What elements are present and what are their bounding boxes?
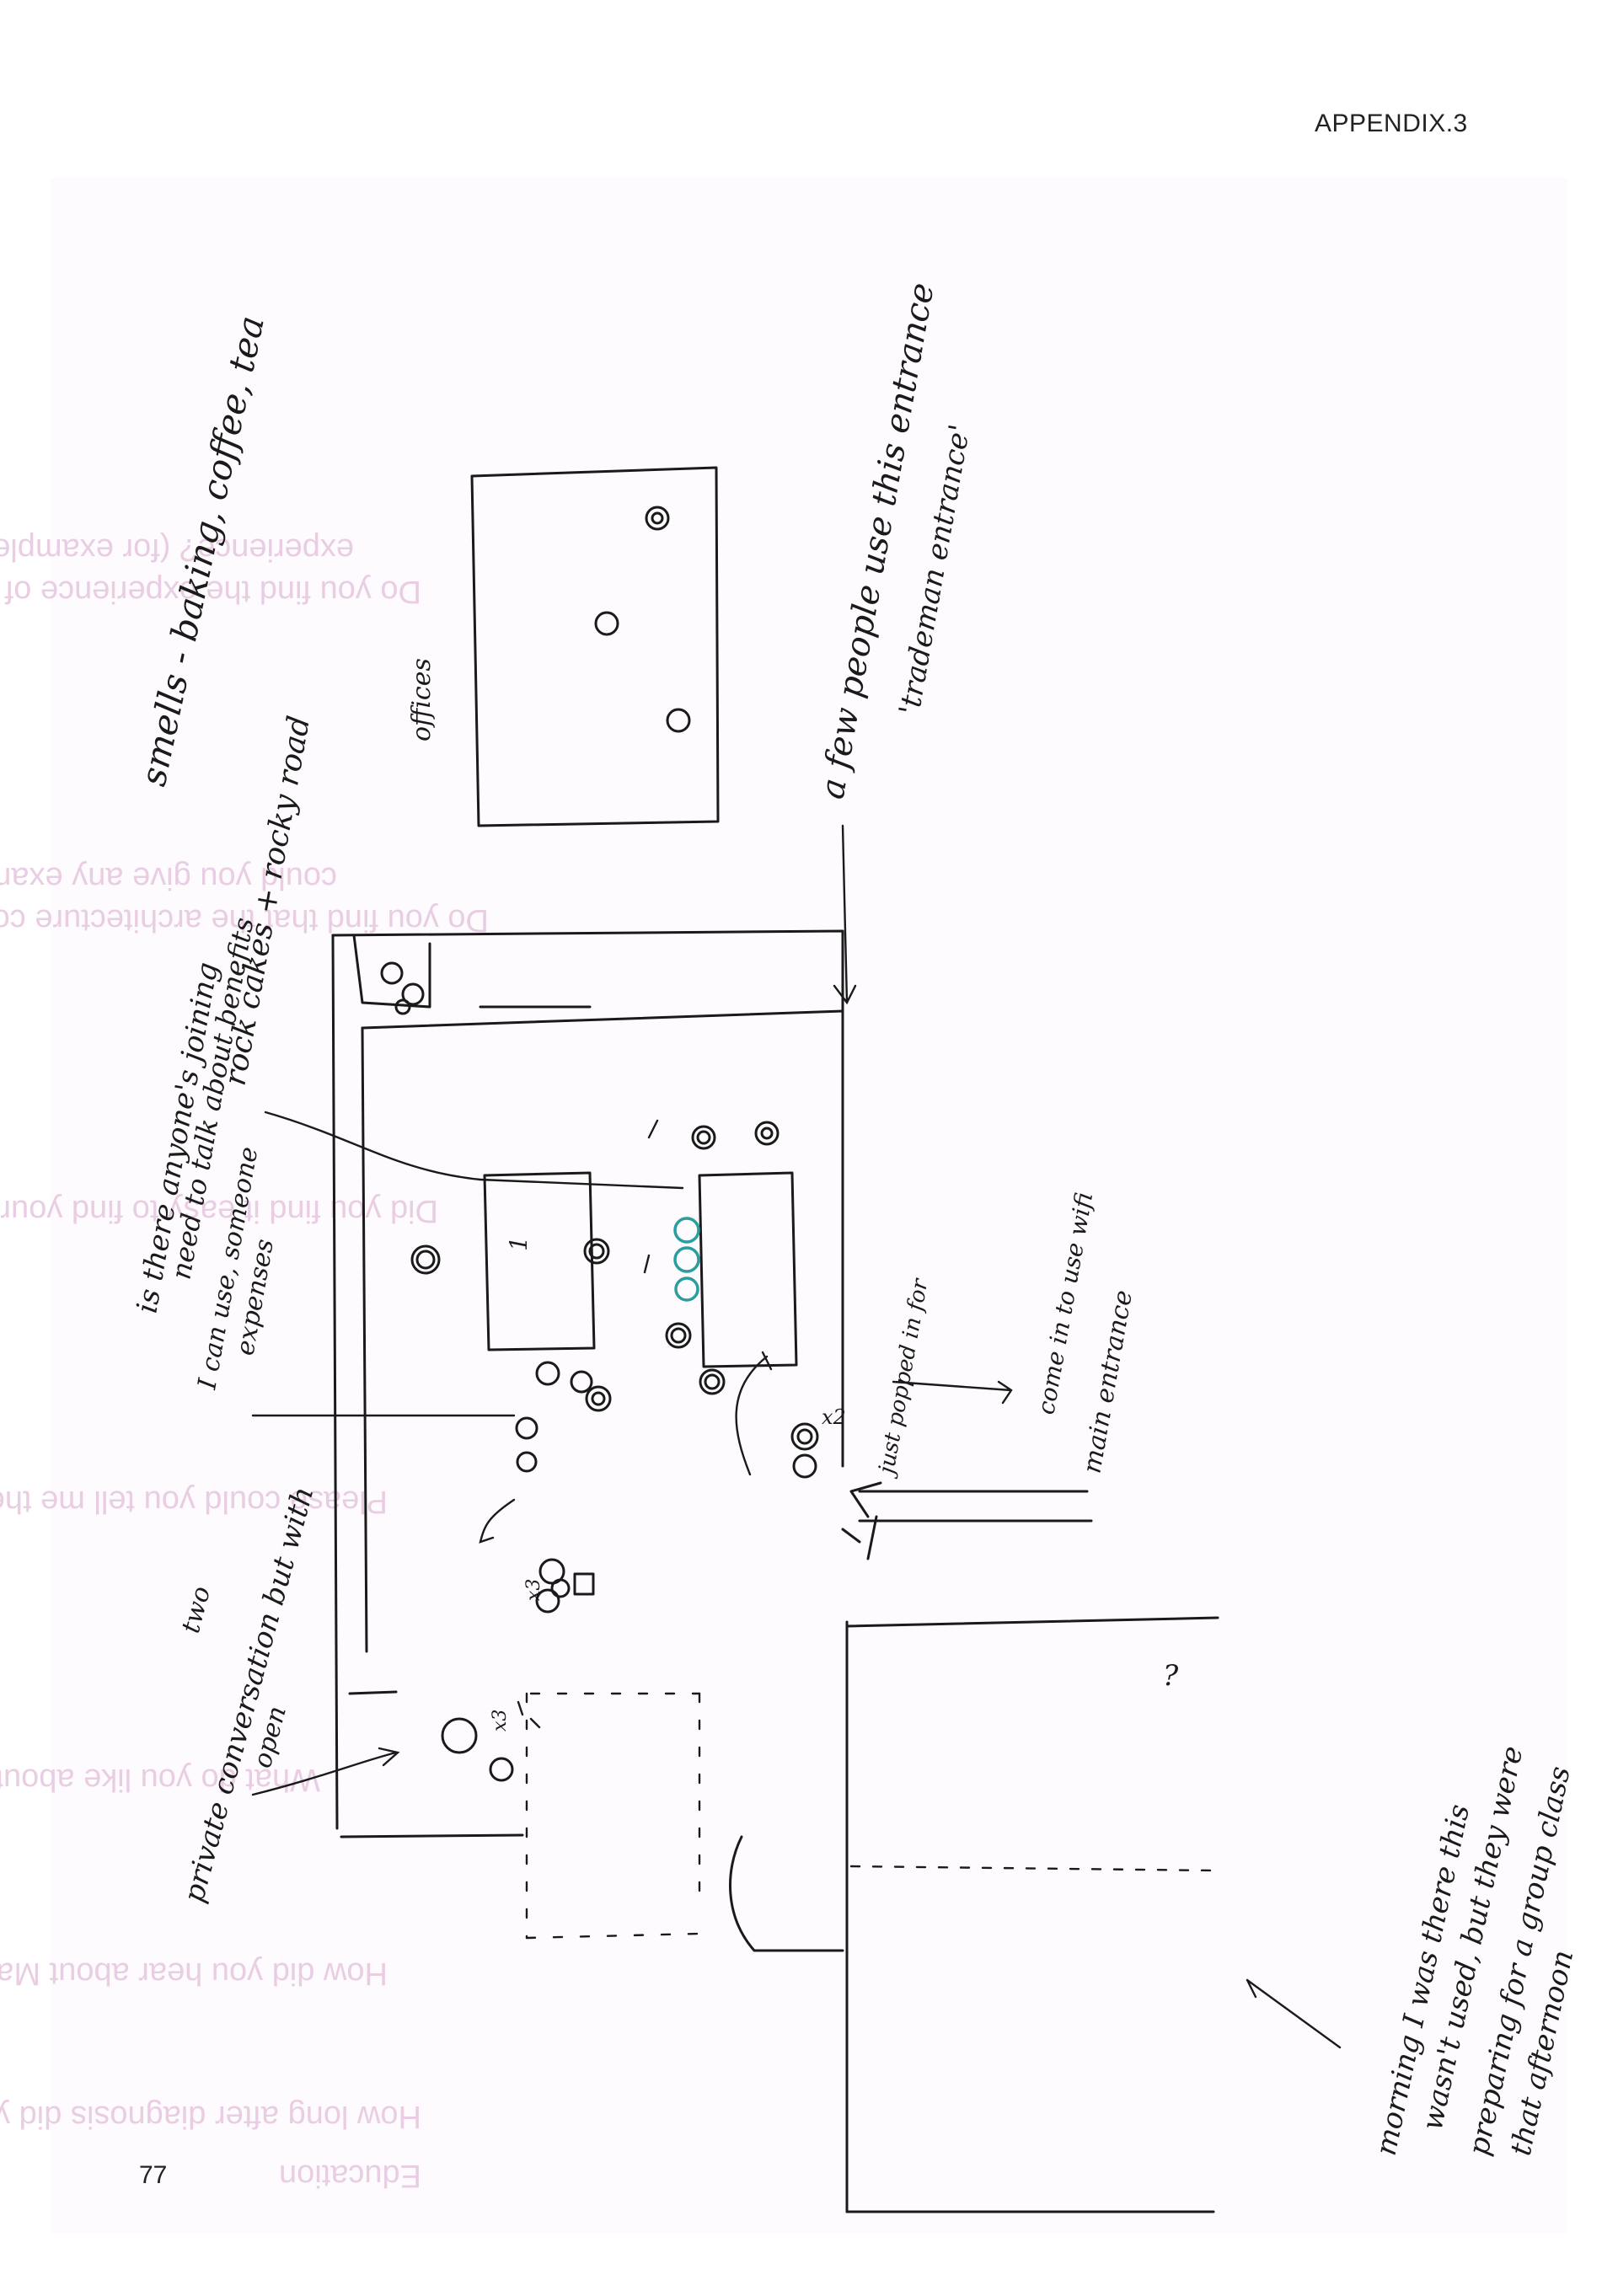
seating-cluster: x3 x3 xyxy=(441,1558,595,1782)
ghost-line: Education xyxy=(279,2158,421,2193)
offices-room: offices xyxy=(407,466,720,827)
ghost-text-layer: experience? (for example, the waiting ro… xyxy=(0,532,489,2193)
main-entrance-label: main entrance xyxy=(1077,1288,1138,1476)
ghost-line: Do you find that the architecture compli… xyxy=(0,902,489,938)
offices-label: offices xyxy=(407,658,437,741)
group-class-room: ? xyxy=(729,1616,1219,2213)
main-building-outline xyxy=(331,929,844,1838)
question-mark: ? xyxy=(1163,1659,1179,1693)
ghost-line: Do you find the experience of visiting t… xyxy=(0,574,421,609)
table-number: 1 xyxy=(505,1236,533,1251)
leader-lines xyxy=(251,824,1342,2049)
ghost-line: could you give any examples of how? xyxy=(0,860,337,896)
table-left: 1 xyxy=(410,1171,612,1473)
appendix-header: APPENDIX.3 xyxy=(1315,110,1468,137)
ghost-line: Did you find it easy to find your way an… xyxy=(0,1193,438,1228)
come-in-wifi-note: come in to use wifi xyxy=(1031,1191,1098,1417)
table-right: x2 xyxy=(643,1119,846,1479)
ghost-line: How did you hear about Maggie's Centres? xyxy=(0,1956,388,1991)
two-note: two xyxy=(176,1583,217,1636)
quiet-room-dashed xyxy=(525,1692,701,1940)
main-entrance-arrows xyxy=(841,1481,1093,1560)
scanned-sketch-area xyxy=(51,177,1567,2233)
ghost-line: Please could you tell me the reasons why… xyxy=(0,1484,388,1519)
count-label: x3 xyxy=(523,1579,544,1601)
count-label: x2 xyxy=(822,1405,846,1429)
just-popped-note: just popped in for xyxy=(873,1276,933,1480)
count-label: x3 xyxy=(490,1710,511,1731)
ghost-line: experience? (for example, the waiting ro… xyxy=(0,532,354,567)
page-number: 77 xyxy=(139,2161,168,2189)
ghost-line: How long after diagnosis did you come to… xyxy=(0,2099,421,2134)
private-conversation-note: private conversation but with xyxy=(177,1483,320,1906)
